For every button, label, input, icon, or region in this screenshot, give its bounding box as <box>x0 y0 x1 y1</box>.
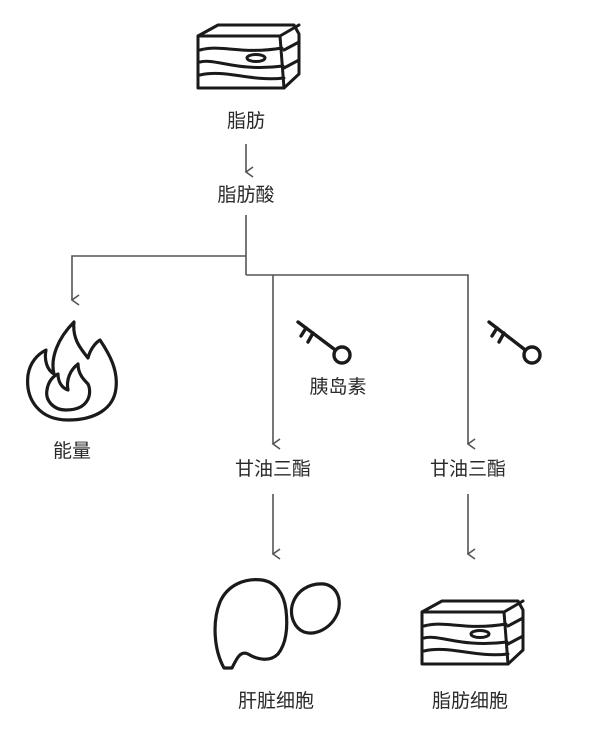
label-insulin: 胰岛素 <box>309 376 367 398</box>
label-liver-cell: 肝脏细胞 <box>237 690 315 712</box>
label-fatty-acid: 脂肪酸 <box>217 184 275 206</box>
branch-lines <box>70 215 476 560</box>
label-triglyceride-liver: 甘油三酯 <box>234 458 312 480</box>
label-energy: 能量 <box>52 440 92 462</box>
key-icon <box>296 320 352 365</box>
label-fat: 脂肪 <box>226 110 266 132</box>
label-fat-cell: 脂肪细胞 <box>431 690 509 712</box>
fire-icon <box>26 320 118 422</box>
fat-block-icon <box>420 599 525 666</box>
label-triglyceride-fat: 甘油三酯 <box>429 458 507 480</box>
key-icon <box>487 320 542 365</box>
fat-block-icon <box>196 23 301 90</box>
liver-icon <box>213 578 341 670</box>
